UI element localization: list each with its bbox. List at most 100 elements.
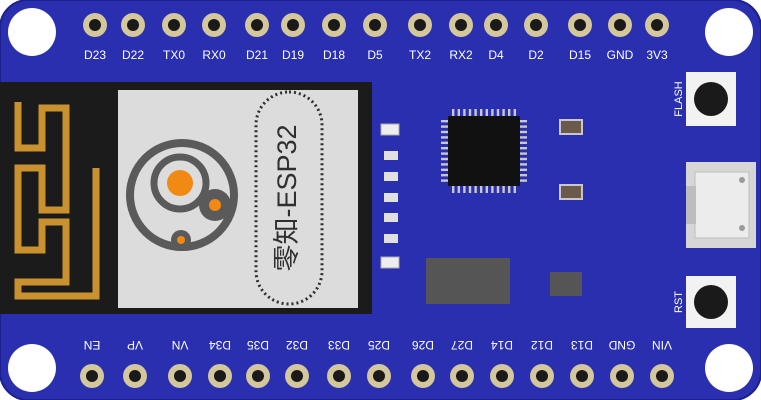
chip-pin: [441, 168, 448, 171]
chip-pin: [457, 109, 460, 116]
bottom-pin-vp: [123, 364, 147, 388]
bottom-pin-label: D27: [451, 338, 473, 352]
flash-button-cap[interactable]: [694, 82, 728, 116]
top-pin-rx0: [202, 13, 226, 37]
micro-usb-connector[interactable]: [686, 162, 756, 248]
chip-pin: [491, 109, 494, 116]
bottom-pin-d34: [208, 364, 232, 388]
top-pin-d21: [245, 13, 269, 37]
top-pin-label: GND: [607, 48, 634, 62]
bottom-pin-d35: [246, 364, 270, 388]
top-pin-label: TX0: [163, 48, 185, 62]
mounting-hole-bottom-right: [705, 344, 753, 392]
bottom-pin-label: VP: [127, 338, 143, 352]
antenna-trace: [14, 102, 100, 300]
module-side-pads: [380, 123, 400, 269]
top-pin-label: RX0: [202, 48, 226, 62]
bottom-pin-d14: [490, 364, 514, 388]
bottom-pin-d33: [327, 364, 351, 388]
bottom-pin-d12: [530, 364, 554, 388]
chip-pin: [502, 109, 505, 116]
chip-pin: [480, 109, 483, 116]
chip-pin: [513, 186, 516, 193]
top-pin-d22: [121, 13, 145, 37]
chip-pin: [508, 109, 511, 116]
reset-button-label: RST: [673, 291, 685, 313]
chip-pin: [502, 186, 505, 193]
top-pin-label: D23: [84, 48, 106, 62]
bottom-pin-d25: [367, 364, 391, 388]
top-pin-label: D5: [367, 48, 383, 62]
chip-pin: [520, 179, 527, 182]
chip-pin: [452, 109, 455, 116]
bottom-pin-label: D14: [491, 338, 513, 352]
chip-pin: [457, 186, 460, 193]
diode: [550, 272, 582, 296]
bottom-pin-d32: [285, 364, 309, 388]
bottom-pin-label: VIN: [652, 338, 672, 352]
chip-pin: [491, 186, 494, 193]
bottom-pin-vn: [168, 364, 192, 388]
brand-dotted-outline: [254, 90, 324, 306]
top-pin-label: D15: [569, 48, 591, 62]
chip-pin: [485, 186, 488, 193]
capacitor-middle: [559, 184, 583, 200]
top-pin-label: RX2: [449, 48, 473, 62]
bottom-pin-d26: [411, 364, 435, 388]
bottom-pin-label: D13: [571, 338, 593, 352]
bottom-pin-label: EN: [84, 338, 101, 352]
voltage-regulator: [426, 258, 510, 304]
chip-pin: [496, 186, 500, 193]
chip-pin: [485, 109, 488, 116]
reset-button-cap[interactable]: [694, 285, 728, 319]
top-pin-d23: [83, 13, 107, 37]
capacitor-top: [559, 119, 583, 135]
top-pin-d2: [524, 13, 548, 37]
bottom-pin-label: D32: [286, 338, 308, 352]
chip-pin: [520, 136, 527, 139]
bottom-pin-gnd: [610, 364, 634, 388]
chip-pin: [520, 141, 527, 144]
top-pin-label: D21: [246, 48, 268, 62]
chip-pin: [496, 109, 500, 116]
chip-pin: [441, 136, 448, 139]
chip-pin: [463, 186, 466, 193]
top-pin-tx0: [162, 13, 186, 37]
bottom-pin-label: D26: [412, 338, 434, 352]
chip-pin: [520, 120, 527, 123]
top-pin-d19: [281, 13, 305, 37]
chip-pin: [520, 152, 527, 155]
chip-pin: [474, 109, 477, 116]
chip-pin: [513, 109, 516, 116]
mounting-hole-top-left: [8, 8, 56, 56]
top-pin-label: D22: [122, 48, 144, 62]
top-pin-label: D19: [282, 48, 304, 62]
reset-button[interactable]: [686, 276, 736, 328]
chip-pin: [508, 186, 511, 193]
top-pin-rx2: [449, 13, 473, 37]
chip-pin: [441, 157, 448, 161]
chip-pin: [441, 147, 448, 150]
top-pin-d15: [568, 13, 592, 37]
chip-pin: [520, 168, 527, 171]
bottom-pin-label: D12: [531, 338, 553, 352]
chip-pin: [463, 109, 466, 116]
bottom-pin-label: GND: [608, 338, 635, 352]
bottom-pin-label: D34: [209, 338, 231, 352]
mounting-hole-bottom-left: [8, 344, 56, 392]
top-pin-label: D4: [488, 48, 504, 62]
chip-pin: [452, 186, 455, 193]
bottom-pin-en: [80, 364, 104, 388]
esp32-module: 零知-ESP32: [0, 82, 372, 314]
module-brand-text: 零知-ESP32: [272, 124, 302, 271]
top-pin-d18: [322, 13, 346, 37]
top-pin-label: D2: [528, 48, 544, 62]
top-pin-label: 3V3: [646, 48, 668, 62]
chip-pin: [441, 163, 448, 166]
chip-pin: [520, 157, 527, 161]
chip-pin: [474, 186, 477, 193]
flash-button[interactable]: [686, 72, 736, 126]
top-pin-d4: [484, 13, 508, 37]
